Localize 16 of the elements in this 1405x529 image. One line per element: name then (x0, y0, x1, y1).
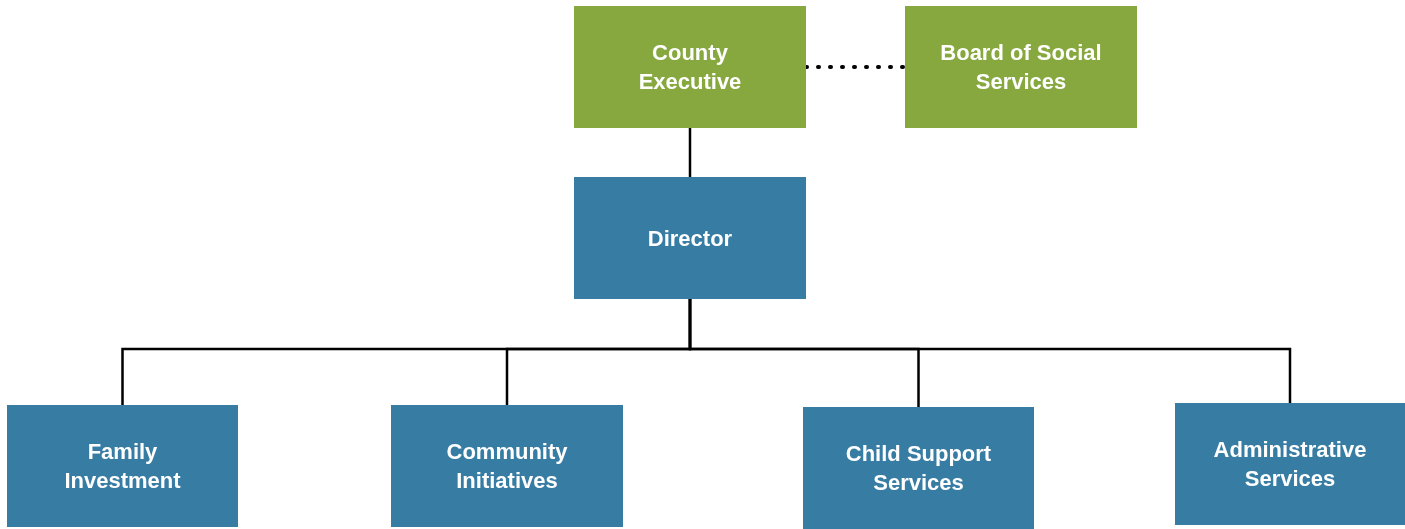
org-unit-box (391, 405, 623, 527)
org-unit-box (803, 407, 1034, 529)
governance-box (574, 6, 806, 128)
unit-name: Administrative Services (1212, 436, 1368, 493)
org-unit-box (574, 177, 806, 299)
unit-name: Director (647, 224, 733, 253)
unit-name: Child Support Services (844, 440, 993, 497)
unit-name: County Executive (637, 39, 743, 96)
org-unit-box (7, 405, 238, 527)
unit-name: Community Initiatives (445, 438, 569, 495)
connector-line (688, 299, 1292, 403)
unit-name: Family Investment (63, 438, 182, 495)
org-unit-box (1175, 403, 1405, 525)
unit-name: Board of Social Services (939, 39, 1103, 96)
connector-line (688, 128, 692, 177)
governance-box (905, 6, 1137, 128)
